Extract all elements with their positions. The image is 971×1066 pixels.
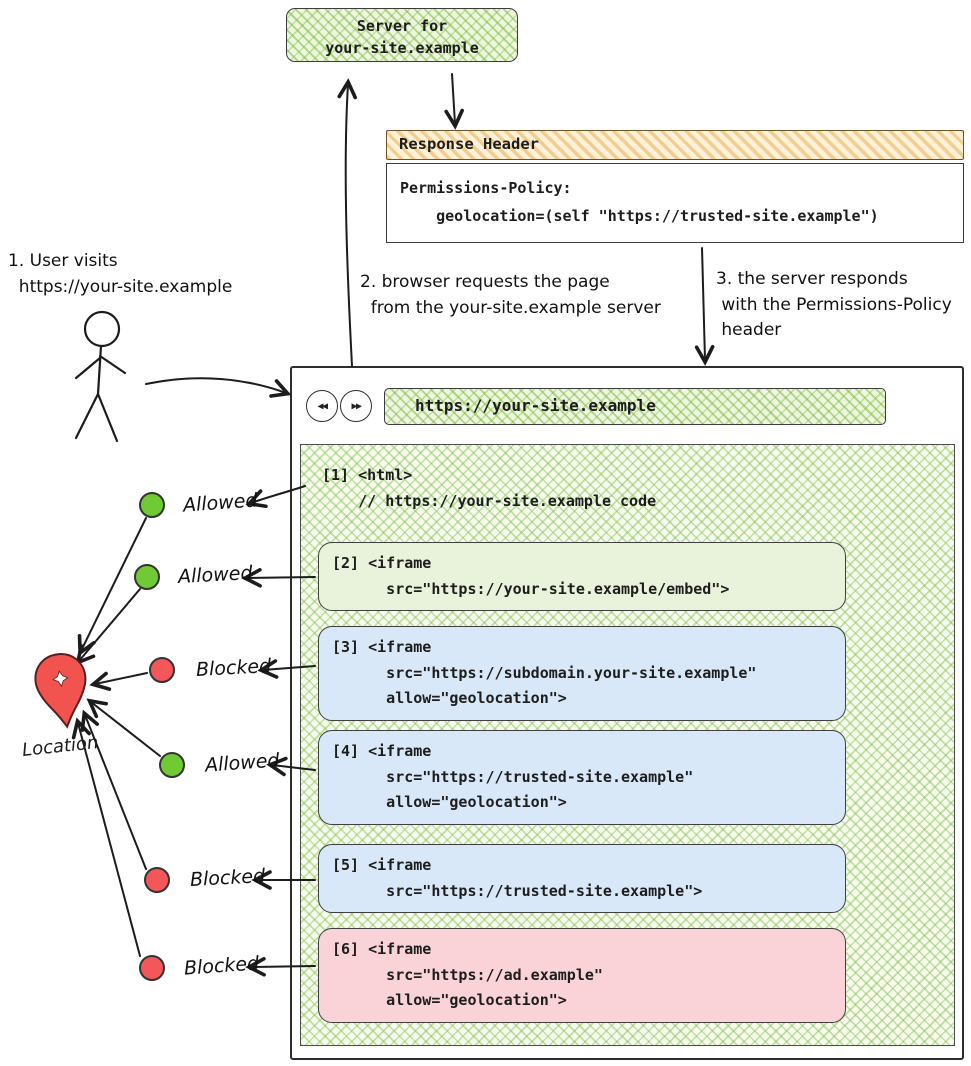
status-label-3: Blocked <box>195 655 272 681</box>
server-box-line1: Server for <box>356 17 448 35</box>
status-label-6: Blocked <box>183 952 260 980</box>
arrow-dot4-pin <box>86 698 161 757</box>
user-stick-figure <box>74 310 127 443</box>
arrow-dot2-pin <box>75 588 141 666</box>
annotation-step1: 1. User visits https://your-site.example <box>8 249 232 300</box>
arrow-step2 <box>337 78 358 367</box>
arrow-server-to-header <box>444 73 464 130</box>
annotation-step2: 2. browser requests the page from the yo… <box>360 270 661 321</box>
annotation-step2-line2: from the your-site.example server <box>360 297 661 318</box>
iframe-4-line1: [4] <iframe <box>332 742 432 760</box>
response-header-panel: Response Header Permissions-Policy: geol… <box>386 130 964 243</box>
iframe-5-line1: [5] <iframe <box>332 856 432 874</box>
iframe-box-3: [3] <iframe src="https://subdomain.your-… <box>318 626 846 721</box>
status-dot-4 <box>159 752 185 778</box>
iframe-6-line1: [6] <iframe <box>332 940 432 958</box>
iframe-box-4: [4] <iframe src="https://trusted-site.ex… <box>318 730 846 825</box>
iframe-6-line2: src="https://ad.example" <box>332 965 603 984</box>
annotation-step3: 3. the server responds with the Permissi… <box>716 267 952 344</box>
annotation-step3-line1: 3. the server responds <box>716 269 908 289</box>
status-label-2: Allowed <box>177 562 254 588</box>
annotation-step3-line3: header <box>716 320 782 340</box>
permissions-policy-line2: geolocation=(self "https://trusted-site.… <box>400 206 879 225</box>
iframe-3-line1: [3] <iframe <box>332 638 432 656</box>
iframe-2-line2: src="https://your-site.example/embed"> <box>332 579 730 598</box>
arrow-dot6-pin <box>71 717 141 957</box>
location-pin-icon <box>34 653 87 729</box>
iframe-4-line2: src="https://trusted-site.example" <box>332 767 694 786</box>
status-label-1: Allowed <box>182 489 259 517</box>
response-header-body: Permissions-Policy: geolocation=(self "h… <box>386 163 964 243</box>
status-dot-2 <box>134 564 160 590</box>
status-dot-1 <box>139 492 165 518</box>
annotation-step2-line1: 2. browser requests the page <box>360 272 610 292</box>
forward-button[interactable]: ▶▶ <box>340 390 372 422</box>
arrow-user-to-browser <box>145 377 292 398</box>
url-bar[interactable]: https://your-site.example <box>384 388 886 425</box>
annotation-step1-line1: 1. User visits <box>8 251 118 271</box>
annotation-step1-line2: https://your-site.example <box>8 276 233 297</box>
iframe-4-line3: allow="geolocation"> <box>332 793 567 811</box>
server-box: Server for your-site.example <box>286 8 518 62</box>
arrow-dot3-pin <box>89 671 148 691</box>
html-code-line2: // https://your-site.example code <box>322 492 657 511</box>
html-code-block: [1] <html> // https://your-site.example … <box>322 462 656 515</box>
iframe-box-2: [2] <iframe src="https://your-site.examp… <box>318 542 846 611</box>
iframe-box-5: [5] <iframe src="https://trusted-site.ex… <box>318 844 846 913</box>
status-dot-6 <box>139 955 165 981</box>
status-dot-5 <box>144 867 170 893</box>
server-box-line2: your-site.example <box>325 38 479 57</box>
rewind-icon: ◀◀ <box>317 400 328 412</box>
iframe-box-6: [6] <iframe src="https://ad.example" all… <box>318 928 846 1023</box>
fast-forward-icon: ▶▶ <box>351 400 362 412</box>
iframe-3-line2: src="https://subdomain.your-site.example… <box>332 663 757 682</box>
iframe-3-line3: allow="geolocation"> <box>332 689 567 707</box>
iframe-2-line1: [2] <iframe <box>332 554 432 572</box>
annotation-step3-line2: with the Permissions-Policy <box>716 294 952 315</box>
status-label-5: Blocked <box>189 865 266 891</box>
arrow-step3 <box>694 247 715 366</box>
status-dot-3 <box>149 657 175 683</box>
response-header-title: Response Header <box>386 130 964 160</box>
status-label-4: Allowed <box>204 749 281 777</box>
iframe-6-line3: allow="geolocation"> <box>332 991 567 1009</box>
html-code-line1: [1] <html> <box>322 466 413 484</box>
permissions-policy-line1: Permissions-Policy: <box>400 179 572 197</box>
iframe-5-line2: src="https://trusted-site.example"> <box>332 881 703 900</box>
back-button[interactable]: ◀◀ <box>306 390 338 422</box>
location-label: Location <box>21 732 100 761</box>
